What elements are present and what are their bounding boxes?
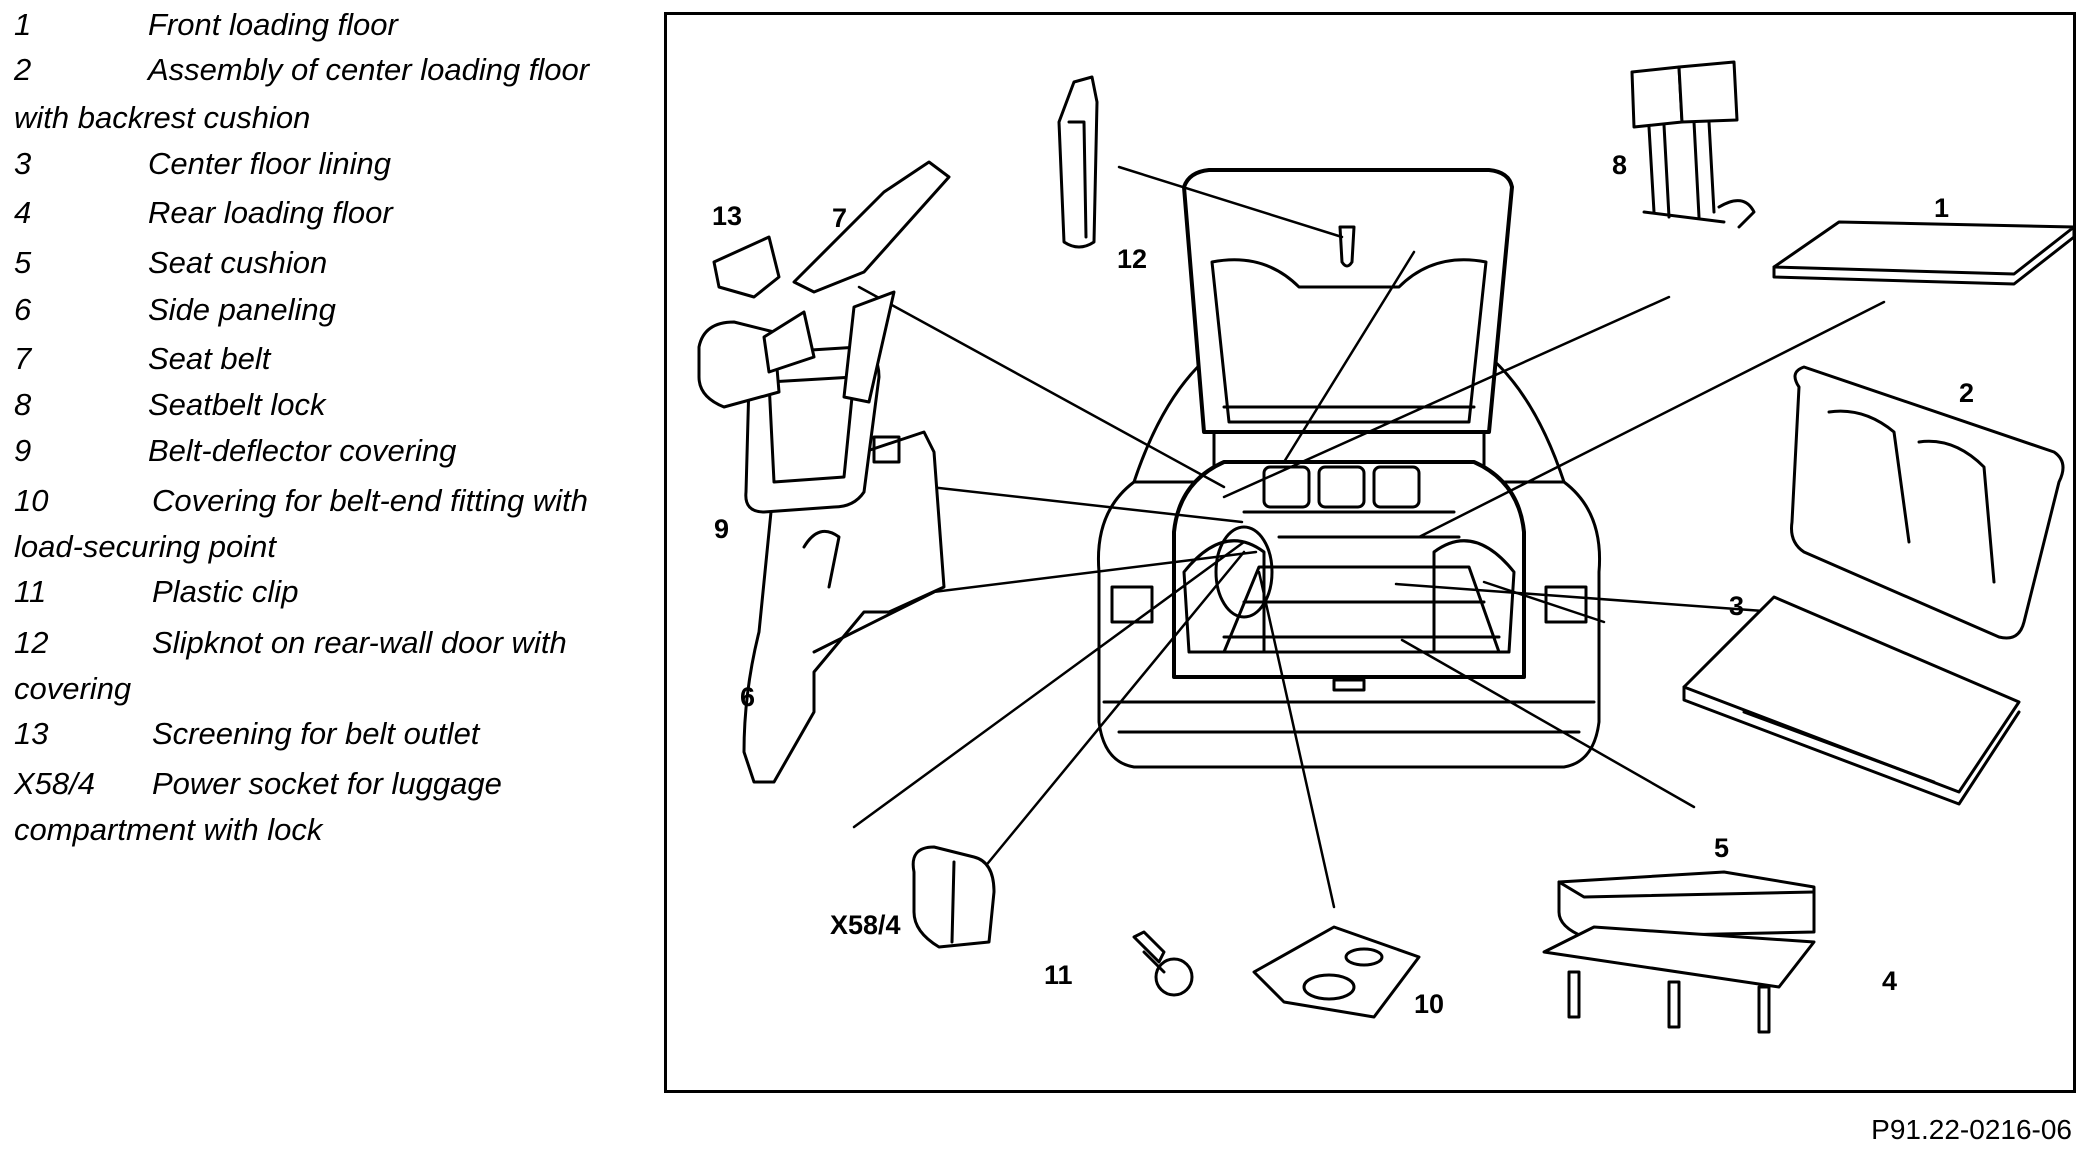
part-6-side-paneling <box>742 430 946 784</box>
legend-number: X58/4 <box>14 766 96 801</box>
callout-11: 11 <box>1044 960 1073 990</box>
callout-9: 9 <box>714 514 729 544</box>
callout-1: 1 <box>1934 193 1949 223</box>
legend-number: 3 <box>14 146 32 181</box>
legend-description: Seat belt <box>148 341 271 376</box>
legend-description: Center floor lining <box>148 146 391 181</box>
part-11-plastic-clip <box>1132 930 1194 997</box>
part-1-front-loading-floor <box>1772 220 2076 286</box>
legend-description: Slipknot on rear-wall door with <box>152 625 567 660</box>
legend-description: Assembly of center loading floor <box>148 52 590 87</box>
legend-description: Side paneling <box>148 292 336 327</box>
legend-description: Rear loading floor <box>148 195 393 230</box>
callout-3: 3 <box>1729 591 1744 621</box>
legend-number: 11 <box>14 574 47 609</box>
legend-number: 2 <box>14 52 32 87</box>
callout-2: 2 <box>1959 378 1974 408</box>
part-13-belt-outlet-screening <box>697 235 781 409</box>
callout-8: 8 <box>1612 150 1627 180</box>
callout-x58-4: X58/4 <box>830 910 901 940</box>
legend-description-continued: compartment with lock <box>14 812 323 847</box>
legend-description: Seat cushion <box>148 245 328 280</box>
legend-description-continued: covering <box>14 671 132 706</box>
part-3-center-floor-lining <box>1682 595 2021 806</box>
legend-description: Front loading floor <box>148 7 398 42</box>
legend-number: 1 <box>14 7 32 42</box>
legend-number: 10 <box>14 483 49 518</box>
car-rear-illustration <box>1096 168 1602 769</box>
part-10-belt-end-covering <box>1252 925 1421 1019</box>
callout-7: 7 <box>832 203 847 233</box>
part-5-seat-cushion <box>1557 870 1816 939</box>
legend-description: Seatbelt lock <box>148 387 326 422</box>
legend-description-continued: load-securing point <box>14 529 276 564</box>
legend-description: Covering for belt-end fitting with <box>152 483 588 518</box>
legend-description: Plastic clip <box>152 574 299 609</box>
callout-6: 6 <box>740 682 755 712</box>
legend-number: 6 <box>14 292 32 327</box>
part-x58-4-power-socket <box>911 845 996 949</box>
legend-number: 4 <box>14 195 32 230</box>
part-7-seat-belt <box>762 160 951 404</box>
luggage-compartment-exploded-view: 1 2 3 4 5 6 7 8 9 10 11 12 13 X58/4 <box>697 60 2076 1034</box>
callout-13: 13 <box>712 201 742 231</box>
legend-number: 12 <box>14 625 49 660</box>
legend-description: Power socket for luggage <box>152 766 502 801</box>
part-12-slipknot <box>1057 75 1099 249</box>
legend-description: Screening for belt outlet <box>152 716 480 751</box>
part-2-backrest <box>1790 365 2065 640</box>
callout-10: 10 <box>1414 989 1444 1019</box>
callout-5: 5 <box>1714 833 1729 863</box>
diagram-frame <box>664 12 2076 1093</box>
legend-number: 7 <box>14 341 32 376</box>
legend-number: 8 <box>14 387 32 422</box>
callout-labels: 1 2 3 4 5 6 7 8 9 10 11 12 13 X58/4 <box>712 150 1974 1019</box>
part-4-rear-loading-floor <box>1542 925 1816 1034</box>
figure-reference-id: P91.22-0216-06 <box>1871 1114 2072 1145</box>
legend-number: 13 <box>14 716 49 751</box>
legend-number: 9 <box>14 433 32 468</box>
callout-12: 12 <box>1117 244 1147 274</box>
legend-description-continued: with backrest cushion <box>14 100 311 135</box>
legend-number: 5 <box>14 245 32 280</box>
callout-4: 4 <box>1882 966 1897 996</box>
part-8-seatbelt-lock <box>1630 60 1756 229</box>
legend-description: Belt-deflector covering <box>148 433 457 468</box>
